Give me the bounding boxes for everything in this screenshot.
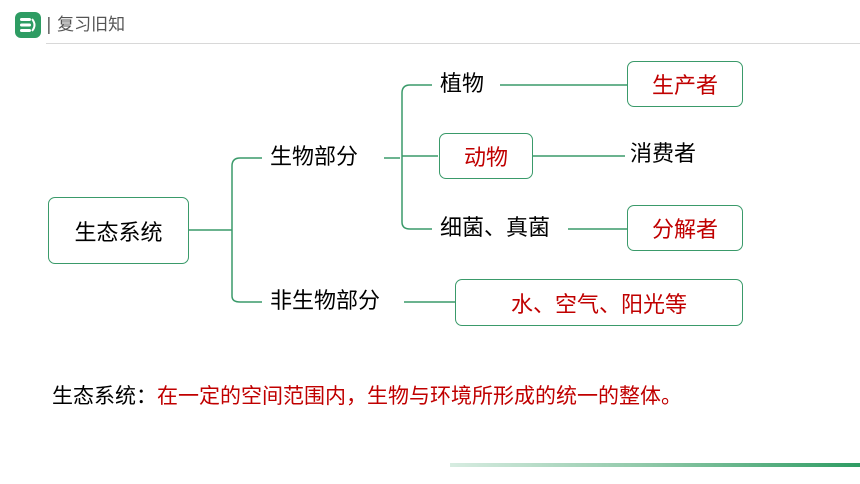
producer-box: 生产者 xyxy=(627,61,743,107)
fungi-label: 细菌、真菌 xyxy=(440,216,551,241)
definition-term: 生态系统： xyxy=(52,384,157,408)
header-divider xyxy=(46,43,860,44)
abiotic-label: 非生物部分 xyxy=(270,289,381,314)
producer-label: 生产者 xyxy=(651,74,718,99)
ecosystem-label: 生态系统 xyxy=(74,220,163,246)
ecosystem-box: 生态系统 xyxy=(48,197,189,264)
header: | 复习旧知 xyxy=(0,0,860,46)
decomposer-box: 分解者 xyxy=(627,205,743,251)
definition: 生态系统：在一定的空间范围内，生物与环境所形成的统一的整体。 xyxy=(52,382,682,410)
biotic-label: 生物部分 xyxy=(270,145,359,170)
decomposer-label: 分解者 xyxy=(651,218,718,243)
plants-label: 植物 xyxy=(440,72,485,97)
animals-box: 动物 xyxy=(439,133,533,179)
footer-accent-bar xyxy=(450,463,860,467)
definition-text: 在一定的空间范围内，生物与环境所形成的统一的整体。 xyxy=(157,384,682,408)
consumer-label: 消费者 xyxy=(630,142,697,167)
abiotic-factors-label: 水、空气、阳光等 xyxy=(510,292,687,318)
logo-icon xyxy=(15,12,41,38)
abiotic-factors-box: 水、空气、阳光等 xyxy=(455,279,743,326)
section-title: | 复习旧知 xyxy=(46,15,126,35)
animals-label: 动物 xyxy=(463,146,508,171)
